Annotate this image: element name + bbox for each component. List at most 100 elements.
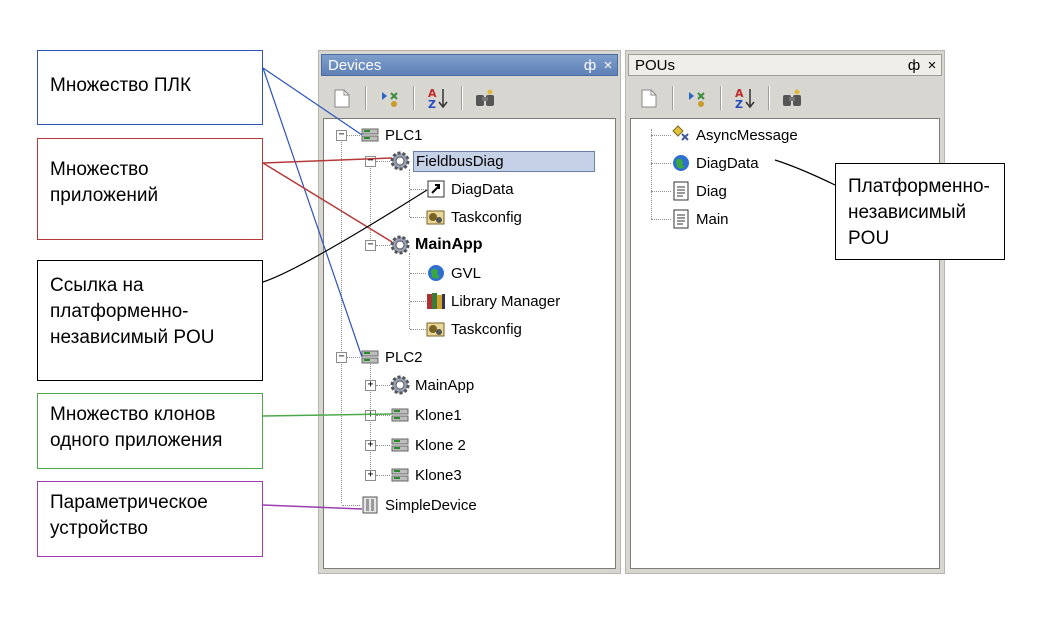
callout-text: Множество ПЛК: [50, 75, 192, 96]
tree-node-label: MainApp: [415, 376, 475, 394]
tree-node-taskconfig[interactable]: Taskconfig: [426, 318, 524, 340]
callout-parametric-device: Параметрическое устройство: [37, 481, 263, 557]
tree-node-main[interactable]: Main: [671, 208, 731, 230]
globe-icon: [671, 153, 691, 173]
pin-icon[interactable]: ф: [583, 56, 597, 74]
tree-node-gvl[interactable]: GVL: [426, 262, 483, 284]
tree-node-label: Main: [696, 210, 729, 228]
callout-text: независимый POU: [50, 327, 215, 348]
tree-node-label: SimpleDevice: [385, 496, 477, 514]
toolbar-separator: [672, 86, 674, 110]
svg-text:Z: Z: [735, 98, 743, 110]
document-icon: [671, 209, 691, 229]
tree-node-klone1[interactable]: Klone1: [390, 404, 464, 426]
tree-node-fieldbusdiag[interactable]: FieldbusDiag: [390, 150, 595, 172]
properties-icon[interactable]: [684, 85, 710, 111]
callout-text: приложений: [50, 185, 159, 206]
page-icon[interactable]: [636, 85, 662, 111]
callout-text: Множество: [50, 159, 149, 180]
tree-node-label: Diag: [696, 182, 727, 200]
devices-title-bar[interactable]: Devices ф ×: [321, 54, 618, 76]
tree-node-label: Taskconfig: [451, 320, 522, 338]
callout-text: одного приложения: [50, 430, 223, 451]
tree-node-plc2[interactable]: PLC2: [360, 346, 425, 368]
diamond-icon: [671, 125, 691, 145]
collapse-icon[interactable]: −: [365, 156, 376, 167]
tree-node-label: Library Manager: [451, 292, 561, 310]
toolbar-separator: [461, 86, 463, 110]
callout-text: Платформенно-: [848, 176, 990, 197]
svg-text:A: A: [735, 87, 744, 100]
tree-node-label: Klone 2: [415, 436, 466, 454]
network-device-icon: [390, 465, 410, 485]
tree-node-asyncmessage[interactable]: AsyncMessage: [671, 124, 800, 146]
tree-node-label: DiagData: [696, 154, 759, 172]
network-device-icon: [390, 435, 410, 455]
tree-node-diagdata-link[interactable]: DiagData: [426, 178, 516, 200]
tree-node-label: GVL: [451, 264, 482, 282]
task-config-icon: [426, 319, 446, 339]
toolbar-separator: [720, 86, 722, 110]
callout-pou-link: Ссылка на платформенно- независимый POU: [37, 260, 263, 381]
expand-icon[interactable]: +: [365, 440, 376, 451]
pin-icon[interactable]: ф: [907, 56, 921, 74]
callout-platform-independent-pou: Платформенно- независимый POU: [835, 163, 1005, 260]
tree-node-label: PLC2: [385, 348, 423, 366]
devices-title: Devices: [328, 56, 382, 74]
collapse-icon[interactable]: −: [336, 130, 347, 141]
close-icon[interactable]: ×: [927, 56, 937, 74]
tree-node-taskconfig[interactable]: Taskconfig: [426, 206, 524, 228]
tree-node-library-manager[interactable]: Library Manager: [426, 290, 562, 312]
callout-text: устройство: [50, 518, 148, 539]
collapse-icon[interactable]: −: [336, 352, 347, 363]
close-icon[interactable]: ×: [603, 56, 613, 74]
callout-text: POU: [848, 228, 890, 249]
callout-clones-set: Множество клонов одного приложения: [37, 393, 263, 469]
connector-fieldbusdiag: [262, 157, 393, 164]
gear-icon: [390, 375, 410, 395]
collapse-icon[interactable]: −: [365, 240, 376, 251]
expand-icon[interactable]: +: [365, 470, 376, 481]
toolbar-separator: [365, 86, 367, 110]
connector-plc1: [262, 67, 363, 136]
toolbar-separator: [768, 86, 770, 110]
tree-node-diag[interactable]: Diag: [671, 180, 729, 202]
shortcut-icon: [426, 179, 446, 199]
document-icon: [671, 181, 691, 201]
gear-icon: [390, 151, 410, 171]
callout-text: Множество клонов: [50, 404, 216, 425]
network-device-icon: [390, 405, 410, 425]
callout-text: платформенно-: [50, 301, 189, 322]
tree-node-label: PLC1: [385, 126, 423, 144]
page-icon[interactable]: [329, 85, 355, 111]
tree-node-mainapp-2[interactable]: MainApp: [390, 374, 476, 396]
expand-icon[interactable]: +: [365, 380, 376, 391]
find-icon[interactable]: [473, 85, 499, 111]
pous-title-bar[interactable]: POUs ф ×: [628, 54, 942, 76]
callout-text: Ссылка на: [50, 275, 144, 296]
svg-text:A: A: [428, 87, 437, 100]
svg-text:Z: Z: [428, 98, 436, 110]
devices-tree[interactable]: − − − − + + + + PLC1 FieldbusDiag DiagDa…: [323, 118, 616, 569]
gear-icon: [390, 235, 410, 255]
tree-node-simpledevice[interactable]: SimpleDevice: [360, 494, 479, 516]
tree-node-mainapp[interactable]: MainApp: [390, 234, 485, 256]
tree-node-label: MainApp: [415, 236, 483, 253]
tree-node-klone2[interactable]: Klone 2: [390, 434, 468, 456]
tree-node-plc1[interactable]: PLC1: [360, 124, 425, 146]
find-icon[interactable]: [780, 85, 806, 111]
connector-clones: [262, 413, 393, 417]
connector-param: [262, 504, 363, 510]
callout-plc-set: Множество ПЛК: [37, 50, 263, 125]
tree-node-klone3[interactable]: Klone3: [390, 464, 464, 486]
callout-text: Параметрическое: [50, 492, 208, 513]
properties-icon[interactable]: [377, 85, 403, 111]
tree-node-label: Klone3: [415, 466, 462, 484]
tree-node-diagdata[interactable]: DiagData: [671, 152, 761, 174]
